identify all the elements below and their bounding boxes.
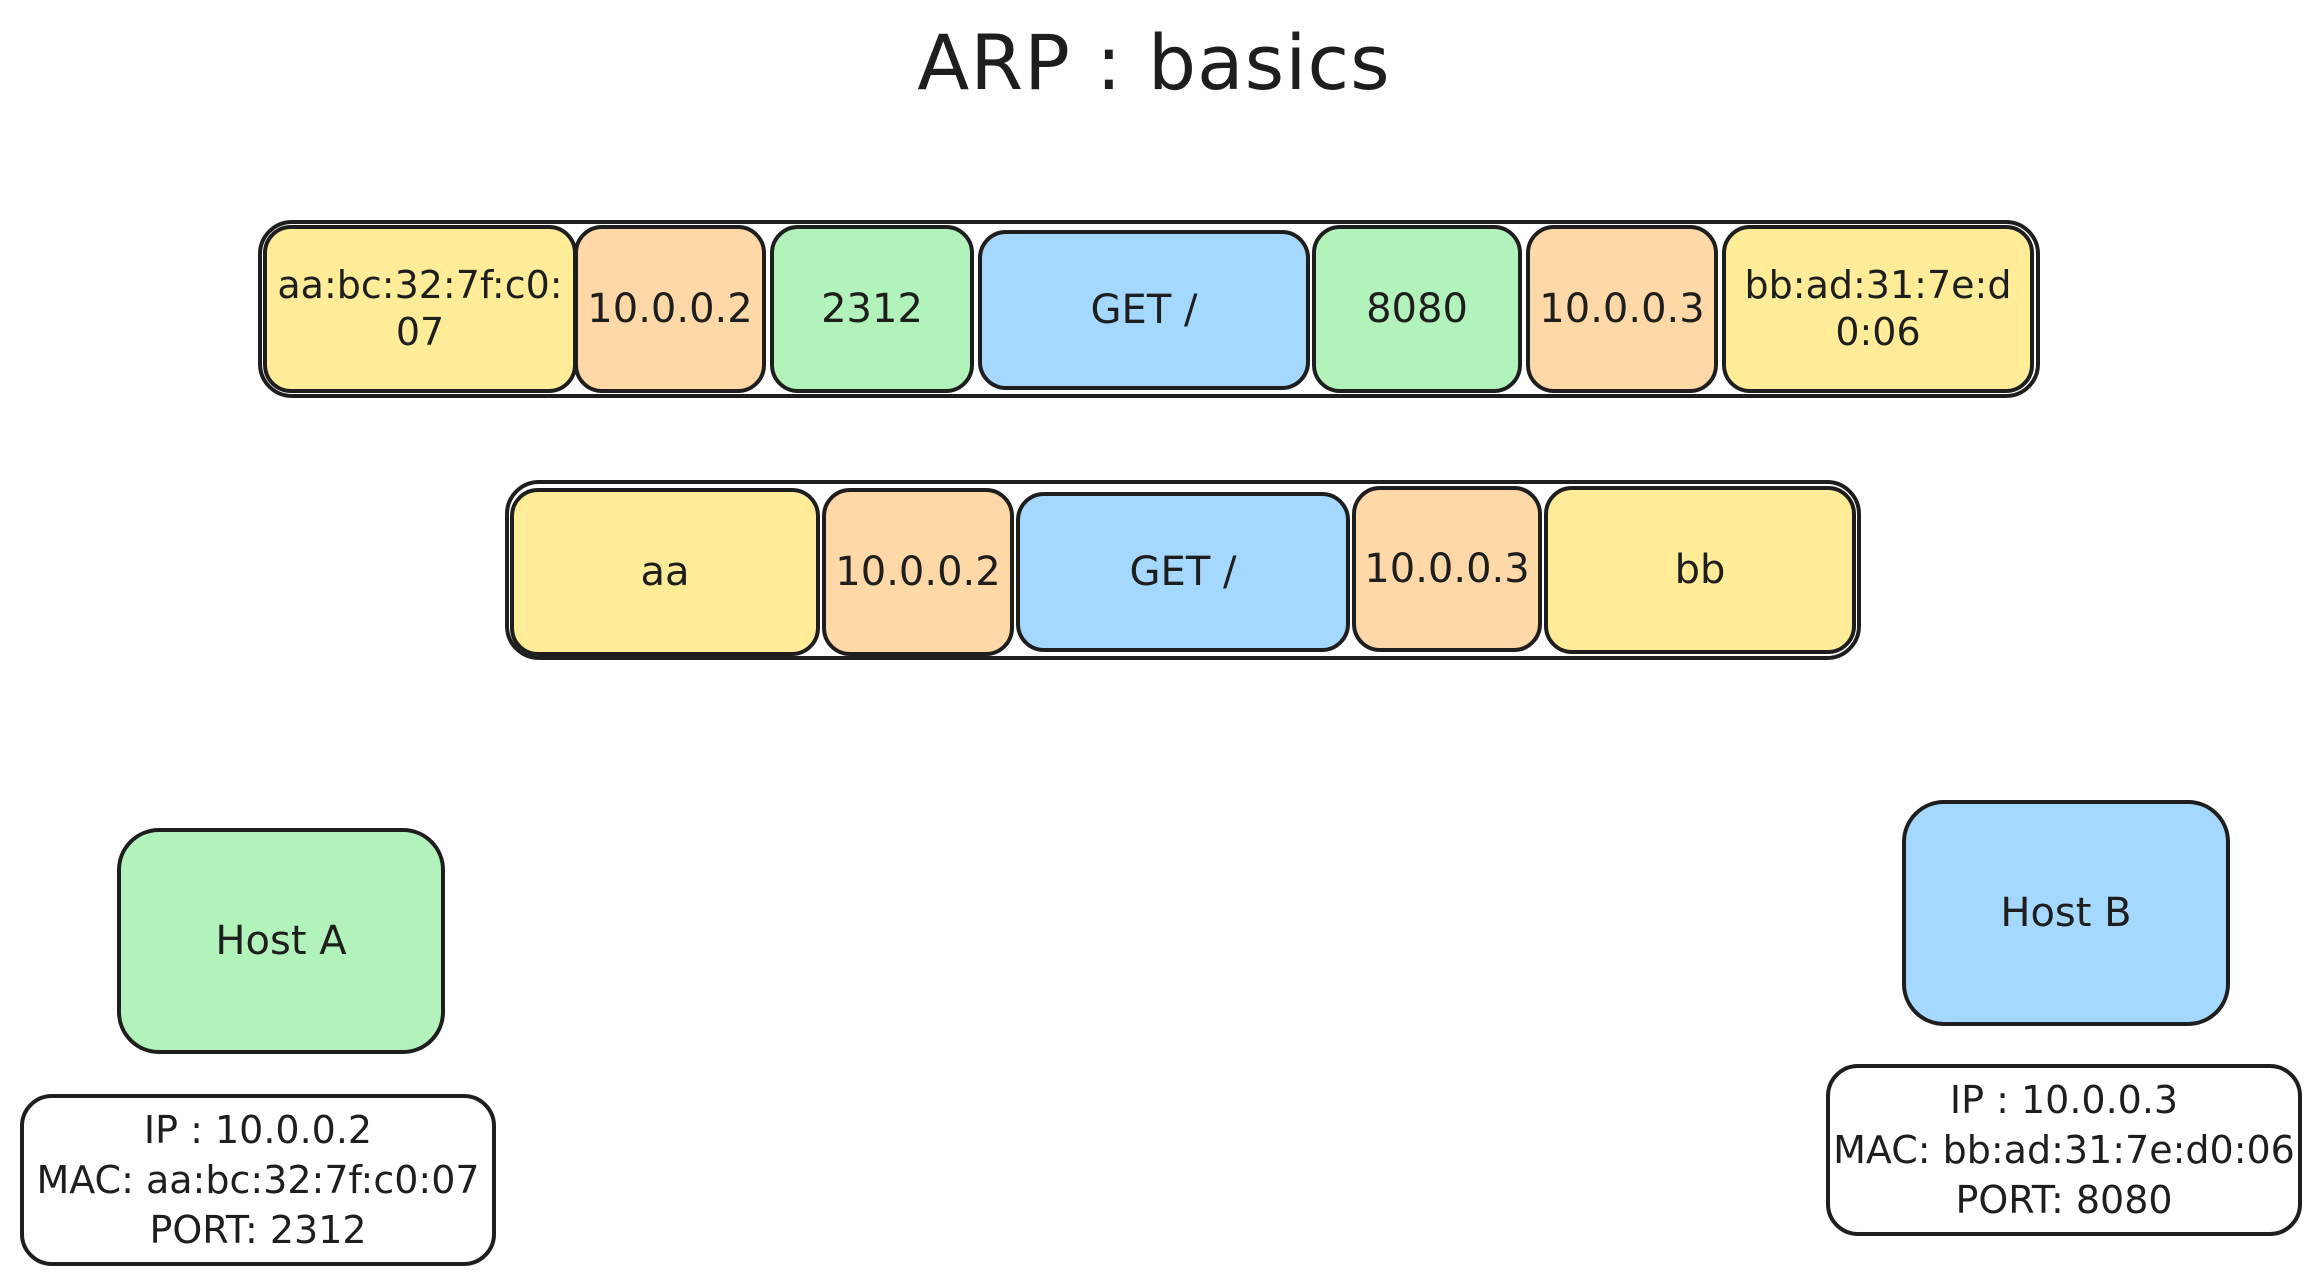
host-b-port: PORT: 8080 xyxy=(1955,1178,2173,1223)
frame-1-dst-port-cell: 8080 xyxy=(1312,225,1522,393)
frame-1-payload-cell: GET / xyxy=(978,230,1310,390)
frame-1-dst-mac-cell: bb:ad:31:7e:d0:06 xyxy=(1722,225,2034,393)
diagram-title: ARP : basics xyxy=(917,18,1391,107)
host-a-ip: IP : 10.0.0.2 xyxy=(143,1107,373,1152)
host-b-info-card: IP : 10.0.0.3 MAC: bb:ad:31:7e:d0:06 POR… xyxy=(1826,1064,2302,1236)
host-b-label: Host B xyxy=(2000,890,2132,936)
host-a-node: Host A xyxy=(117,828,445,1054)
host-b-ip: IP : 10.0.0.3 xyxy=(1949,1077,2179,1122)
host-a-info-card: IP : 10.0.0.2 MAC: aa:bc:32:7f:c0:07 POR… xyxy=(20,1094,496,1266)
frame-1-src-mac-cell: aa:bc:32:7f:c0:07 xyxy=(263,225,577,393)
frame-2-src-mac-cell: aa xyxy=(510,488,820,656)
frame-2-payload-cell: GET / xyxy=(1016,492,1350,652)
frame-2-src-ip-cell: 10.0.0.2 xyxy=(822,488,1014,656)
host-b-mac: MAC: bb:ad:31:7e:d0:06 xyxy=(1833,1127,2295,1172)
frame-1-src-ip-cell: 10.0.0.2 xyxy=(574,225,766,393)
frame-1-dst-ip-cell: 10.0.0.3 xyxy=(1526,225,1718,393)
host-a-port: PORT: 2312 xyxy=(149,1208,367,1253)
host-b-node: Host B xyxy=(1902,800,2230,1026)
host-a-mac: MAC: aa:bc:32:7f:c0:07 xyxy=(36,1157,480,1202)
host-a-label: Host A xyxy=(215,918,347,964)
frame-2-dst-ip-cell: 10.0.0.3 xyxy=(1352,486,1542,652)
frame-1-src-port-cell: 2312 xyxy=(770,225,974,393)
frame-2-dst-mac-cell: bb xyxy=(1544,486,1856,654)
